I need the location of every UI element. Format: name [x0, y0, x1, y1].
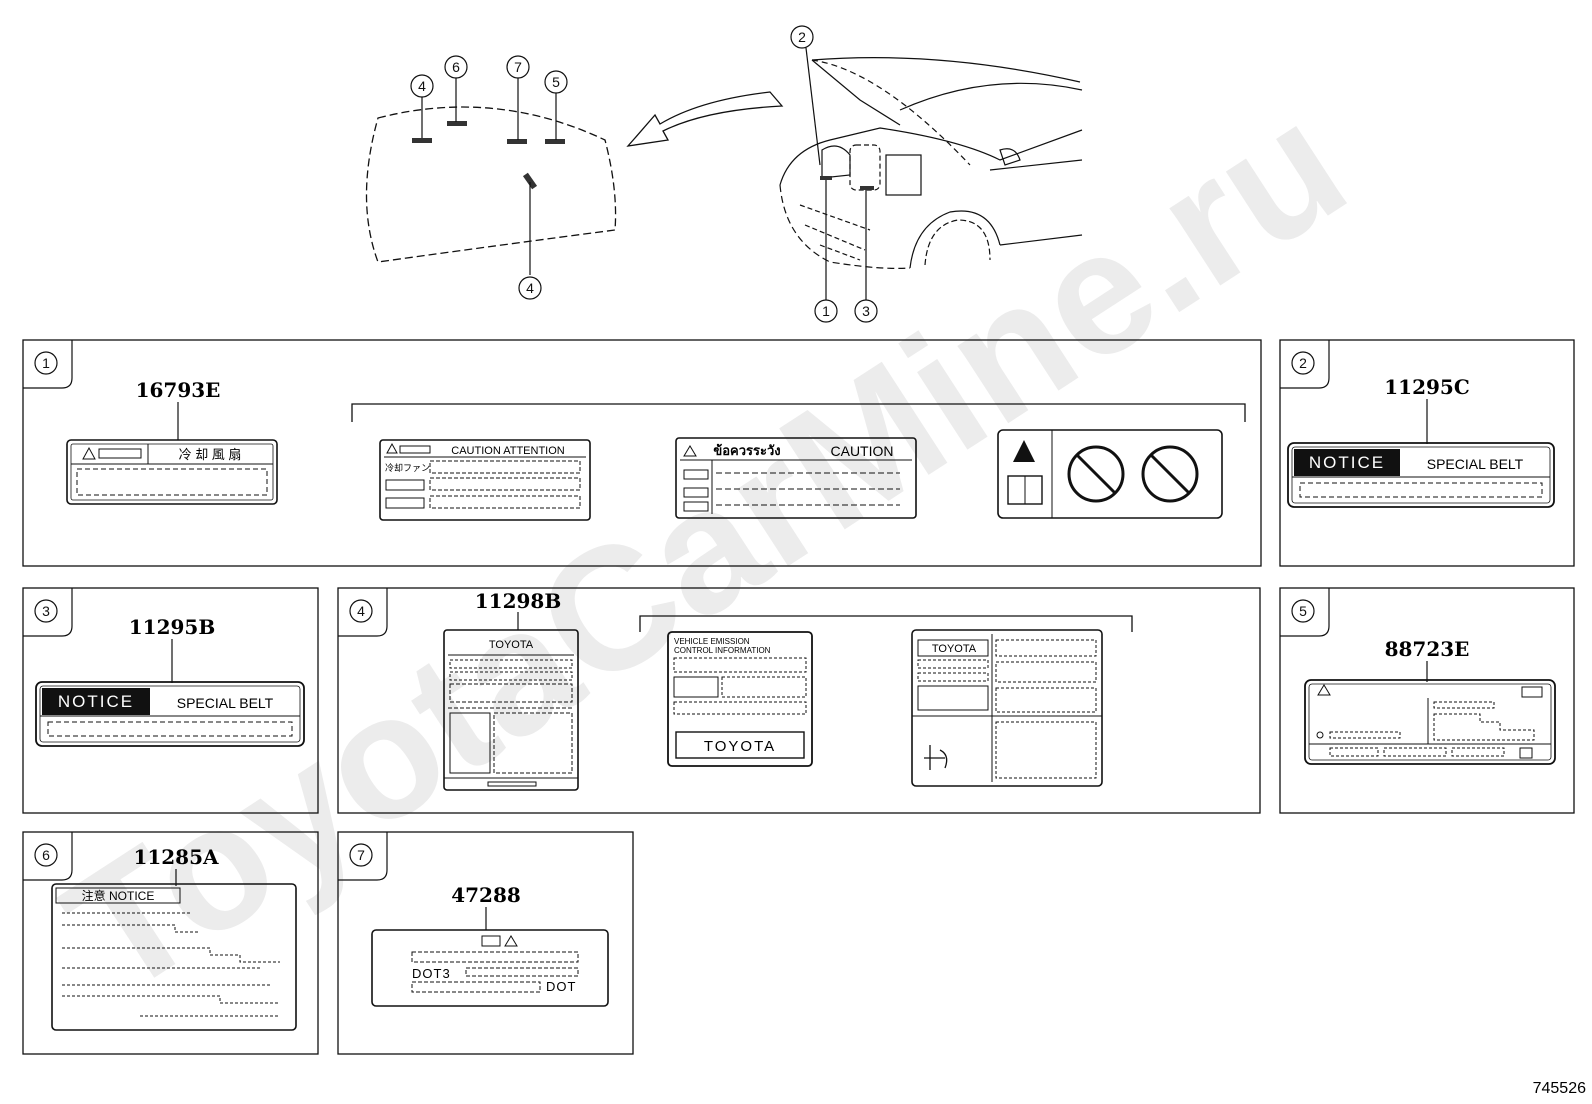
panel-3-frame — [22, 587, 319, 814]
panel-index: 5 — [1299, 603, 1307, 619]
label-text: ข้อควรระวัง — [713, 443, 780, 458]
panel-4-frame — [337, 587, 1261, 814]
label-11285a: 注意 NOTICE — [51, 883, 297, 1031]
part-number: 47288 — [451, 883, 521, 907]
notice-text: NOTICE — [1309, 453, 1385, 472]
part-number: 11295C — [1384, 375, 1470, 399]
panel-7-frame — [337, 831, 634, 1055]
callout-number: 2 — [798, 29, 806, 45]
car-label-marks — [820, 176, 874, 190]
arrow-icon — [626, 91, 784, 147]
panel-index: 1 — [42, 355, 50, 371]
label-text: DOT — [546, 979, 576, 994]
panel-index: 3 — [42, 603, 50, 619]
callout-number: 5 — [552, 74, 560, 90]
diagnostic-icon — [924, 745, 948, 770]
hood-illustration — [365, 106, 617, 263]
label-11298b-a: TOYOTA — [443, 629, 579, 791]
label-text: DOT3 — [412, 966, 451, 981]
warning-icon — [1013, 440, 1035, 462]
brand-text: TOYOTA — [704, 738, 776, 755]
car-illustration — [779, 57, 1083, 269]
panel-index: 7 — [357, 847, 365, 863]
part-number: 11295B — [129, 615, 215, 639]
label-11298b-c: TOYOTA — [911, 629, 1103, 787]
label-16793e-b: CAUTION ATTENTION 冷却ファン — [379, 439, 591, 521]
no-touch-fan-icon — [1067, 445, 1125, 503]
part-number: 16793E — [136, 378, 221, 402]
label-11298b-b: VEHICLE EMISSION CONTROL INFORMATION TOY… — [667, 631, 813, 767]
label-text: SPECIAL BELT — [177, 695, 274, 711]
label-11295b: NOTICE SPECIAL BELT — [35, 681, 305, 747]
panel-5-frame — [1279, 587, 1575, 814]
label-text: VEHICLE EMISSION — [674, 637, 750, 646]
panel-6-frame — [22, 831, 319, 1055]
hood-callouts — [410, 55, 568, 300]
label-text: 冷却ファン — [385, 462, 430, 473]
notice-text: NOTICE — [58, 692, 134, 711]
warning-icon — [504, 935, 518, 947]
label-47288: DOT3 DOT — [371, 929, 609, 1007]
no-hand-fan-icon — [1141, 445, 1199, 503]
callout-number: 6 — [452, 59, 460, 75]
label-text: SPECIAL BELT — [1427, 456, 1524, 472]
part-number: 88723E — [1385, 637, 1470, 661]
notice-text: 注意 NOTICE — [82, 888, 155, 903]
part-number: 11298B — [475, 589, 561, 613]
label-16793e-a: 冷 却 風 扇 — [66, 439, 278, 505]
panel-index: 4 — [357, 603, 365, 619]
label-11295c: NOTICE SPECIAL BELT — [1287, 442, 1555, 508]
diagram-id: 745526 — [1533, 1080, 1586, 1097]
brand-text: TOYOTA — [932, 643, 977, 655]
car-callouts — [790, 25, 878, 323]
callout-number: 4 — [526, 280, 534, 296]
hood-label-marks — [412, 121, 565, 190]
part-number: 11285A — [133, 845, 219, 869]
panel-index: 2 — [1299, 355, 1307, 371]
callout-number: 3 — [862, 303, 870, 319]
panel-index: 6 — [42, 847, 50, 863]
label-88723e — [1304, 679, 1556, 765]
callout-number: 7 — [514, 59, 522, 75]
panel-1-frame — [22, 339, 1262, 567]
label-16793e-c: ข้อควรระวัง CAUTION — [675, 437, 917, 519]
callout-number: 4 — [418, 78, 426, 94]
callout-number: 1 — [822, 303, 830, 319]
panel-2-frame — [1279, 339, 1575, 567]
label-text: CAUTION — [831, 443, 894, 459]
brand-text: TOYOTA — [489, 639, 534, 651]
label-text: CAUTION ATTENTION — [451, 445, 565, 457]
watermark: ToyotaCarMine.ru — [34, 65, 1377, 1032]
label-text: CONTROL INFORMATION — [674, 646, 771, 655]
label-16793e-d — [997, 429, 1223, 519]
label-text: 冷 却 風 扇 — [179, 447, 242, 462]
